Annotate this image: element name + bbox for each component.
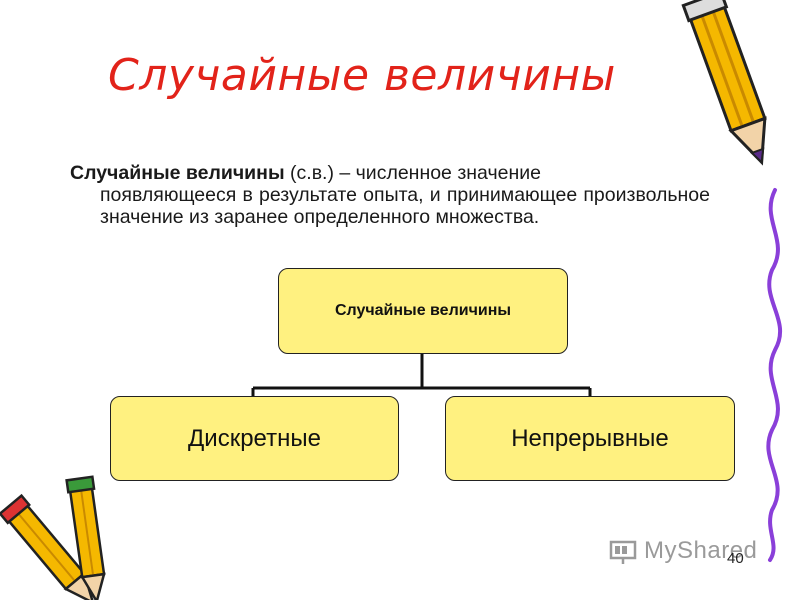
diagram-root-box: Случайные величины bbox=[278, 268, 568, 354]
diagram-child-discrete: Дискретные bbox=[110, 396, 399, 481]
diagram-child-continuous: Непрерывные bbox=[445, 396, 735, 481]
page-number: 40 bbox=[727, 550, 744, 567]
myshared-logo-icon bbox=[608, 536, 638, 566]
